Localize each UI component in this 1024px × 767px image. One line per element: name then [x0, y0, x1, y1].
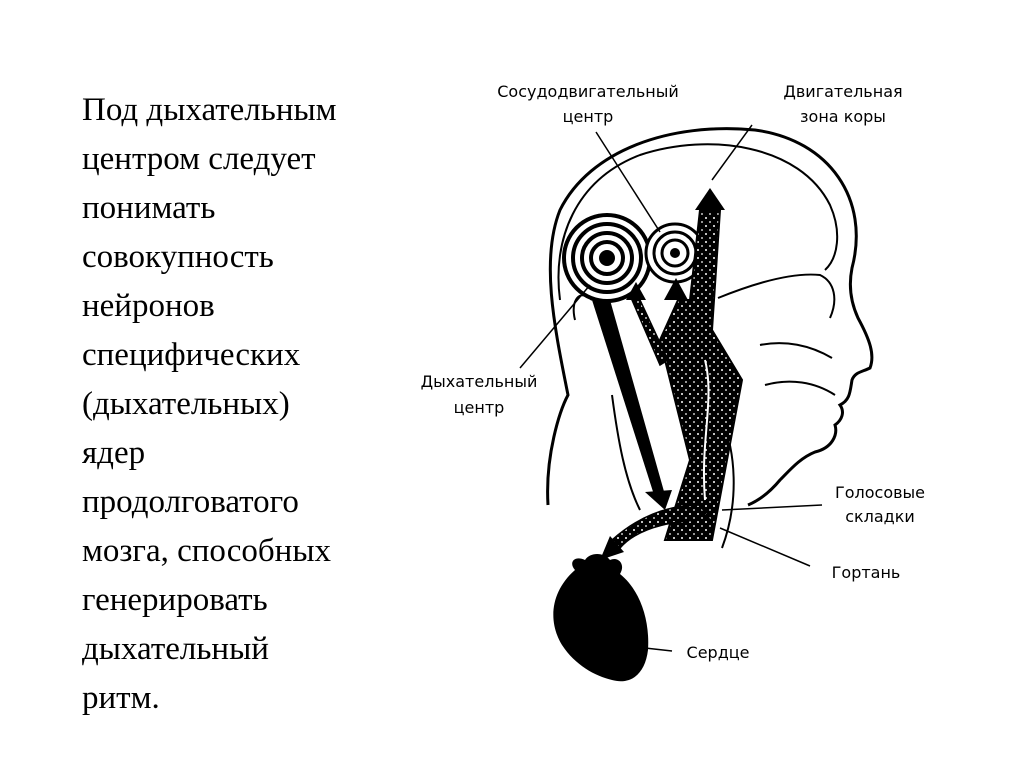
respiratory-descending-arrowhead — [645, 490, 672, 510]
text-line: ядер — [82, 435, 146, 471]
text-line: нейронов — [82, 288, 215, 324]
leader-heart — [644, 647, 673, 652]
label-heart: Сердце — [687, 643, 750, 662]
vagus-line — [702, 359, 710, 501]
text-line: дыхательный — [82, 631, 269, 667]
text-line: мозга, способных — [82, 533, 331, 569]
text-line: центром следует — [82, 141, 316, 177]
heart-shape — [553, 554, 649, 682]
text-line: Под дыхательным — [82, 92, 337, 128]
label-larynx: Гортань — [832, 563, 901, 582]
neck-back — [611, 394, 641, 511]
text-line: понимать — [82, 190, 216, 226]
nasal-cavity — [717, 273, 836, 396]
vasomotor-center-rings — [644, 222, 706, 284]
arrow-to-vasomotor-center — [664, 278, 688, 300]
leader-larynx — [719, 527, 811, 567]
text-line: специфических — [82, 337, 301, 373]
text-line: ритм. — [82, 680, 160, 716]
pathway-to-respiratory-arrow — [630, 299, 669, 367]
head-outline — [546, 127, 874, 507]
text-line: (дыхательных) — [82, 386, 290, 422]
leader-respiratory — [519, 284, 591, 369]
label-vasomotor-1: Сосудодвигательный — [497, 82, 679, 101]
label-respiratory-1: Дыхательный — [421, 372, 538, 391]
text-line: совокупность — [82, 239, 274, 275]
arrow-to-motor-cortex — [695, 188, 725, 210]
label-motor-cortex-2: зона коры — [800, 107, 886, 126]
label-vocal-folds-1: Голосовые — [835, 483, 925, 502]
definition-text: Под дыхательным центром следует понимать… — [82, 86, 402, 723]
text-line: генерировать — [82, 582, 268, 618]
label-respiratory-2: центр — [454, 398, 505, 417]
leader-vocal-folds — [721, 504, 823, 511]
brain-outline — [557, 143, 839, 301]
label-motor-cortex-1: Двигательная — [783, 82, 902, 101]
arrow-to-respiratory-center — [626, 282, 646, 300]
leader-vasomotor — [595, 131, 661, 233]
leader-motor-cortex — [711, 124, 753, 181]
label-vasomotor-2: центр — [563, 107, 614, 126]
label-vocal-folds-2: складки — [845, 507, 915, 526]
respiratory-descending-band — [592, 300, 665, 498]
arrow-to-heart — [600, 536, 624, 560]
text-line: продолговатого — [82, 484, 299, 520]
